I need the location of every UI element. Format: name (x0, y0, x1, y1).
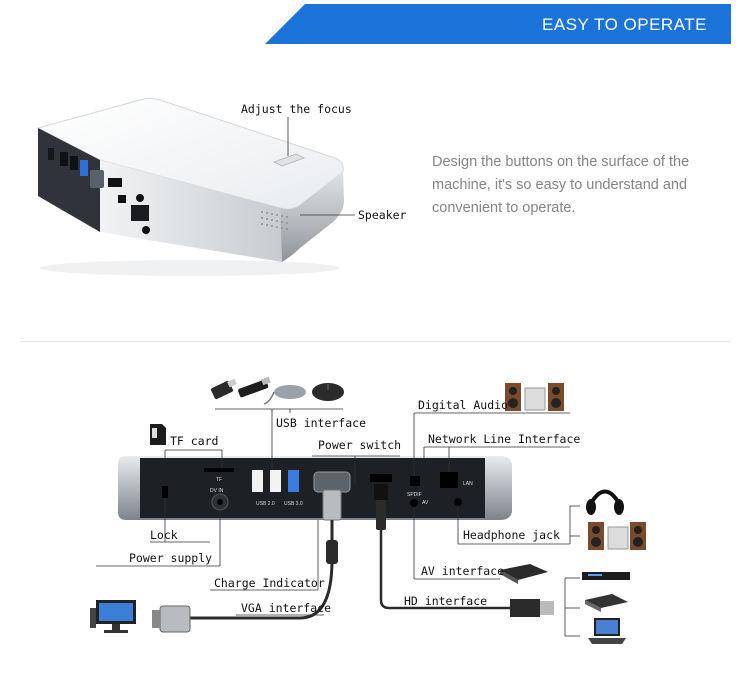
vga-cable (152, 489, 342, 633)
print-dc: DV IN (210, 488, 224, 494)
description-text: Design the buttons on the surface of the… (432, 154, 690, 216)
av-receiver-icon (500, 564, 548, 584)
lock-slot-icon (48, 148, 54, 160)
label-tf-card: TF card (170, 434, 219, 448)
print-spdif: SPDIF (407, 492, 422, 498)
print-usb3: USB 3.0 (284, 501, 303, 507)
label-headphone-jack: Headphone jack (463, 528, 560, 542)
usb3-port-icon (288, 470, 299, 492)
usb-port-icon (270, 470, 281, 492)
tf-card-icon (150, 424, 166, 445)
speaker-grille (261, 211, 288, 230)
label-speaker: Speaker (358, 208, 407, 222)
label-charge-indicator: Charge Indicator (214, 576, 325, 590)
print-lan: LAN (463, 481, 473, 487)
usb-stick-icon (238, 376, 271, 398)
label-lock: Lock (150, 528, 178, 542)
headphones-icon (586, 489, 624, 515)
usb-port-icon (252, 470, 263, 492)
label-adjust-focus: Adjust the focus (241, 102, 352, 116)
label-power-switch: Power switch (318, 438, 402, 452)
label-vga-interface: VGA interface (241, 601, 332, 615)
laptop-icon (588, 618, 626, 644)
hdmi-cable (374, 484, 554, 617)
print-av: AV (422, 500, 429, 506)
label-usb-interface: USB interface (276, 416, 367, 430)
banner-title: EASY TO OPERATE (542, 15, 707, 34)
vga-port-icon (313, 471, 351, 493)
mouse-icon (312, 383, 344, 401)
banner-shape (265, 4, 731, 44)
label-network-line-interface: Network Line Interface (428, 432, 581, 446)
usb-drive-icon (211, 378, 237, 400)
lock-slot-icon (162, 486, 168, 498)
dvd-player-icon (582, 572, 630, 580)
monitor-icon (90, 600, 136, 633)
usb-hub-icon (263, 385, 306, 405)
set-top-box-icon (585, 594, 628, 612)
label-digital-audio: Digital Audio (418, 398, 509, 412)
speaker-set-icon (505, 383, 564, 411)
label-av-interface: AV interface (421, 564, 505, 578)
label-hd-interface: HD interface (404, 594, 488, 608)
section-banner: EASY TO OPERATE (265, 4, 731, 44)
projector-top-view (36, 98, 355, 276)
print-tf: TF (216, 477, 222, 483)
print-usb2: USB 2.0 (256, 501, 275, 507)
section-divider (20, 341, 730, 342)
label-power-supply: Power supply (129, 551, 213, 565)
speaker-set-icon (588, 522, 646, 550)
device-rear-panel (118, 456, 512, 520)
